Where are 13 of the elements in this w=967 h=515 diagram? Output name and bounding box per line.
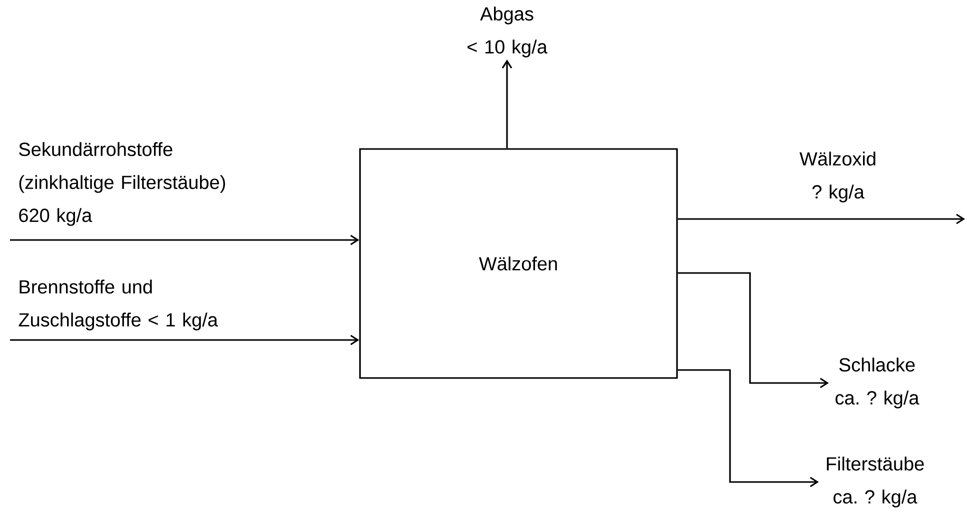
output-label: Filterstäube ca. ? kg/a (826, 456, 924, 508)
arrow (678, 214, 965, 224)
arrow (678, 369, 819, 488)
arrow (502, 60, 512, 148)
process-box: Wälzofen (359, 148, 678, 379)
arrow (10, 234, 360, 246)
edge-label: Sekundärrohstoffe (zinkhaltige Filterstäube) 620 kg/a (19, 142, 225, 226)
edge-label: Wälzoxid ? kg/a (800, 152, 876, 202)
edge-label: Brennstoffe und Zuschlagstoffe < 1 kg/a (18, 280, 218, 330)
output-label: Schlacke ca. ? kg/a (836, 358, 920, 408)
arrow (10, 334, 360, 346)
arrow (678, 272, 829, 388)
output-label: Abgas < 10 kg/a (468, 6, 548, 58)
